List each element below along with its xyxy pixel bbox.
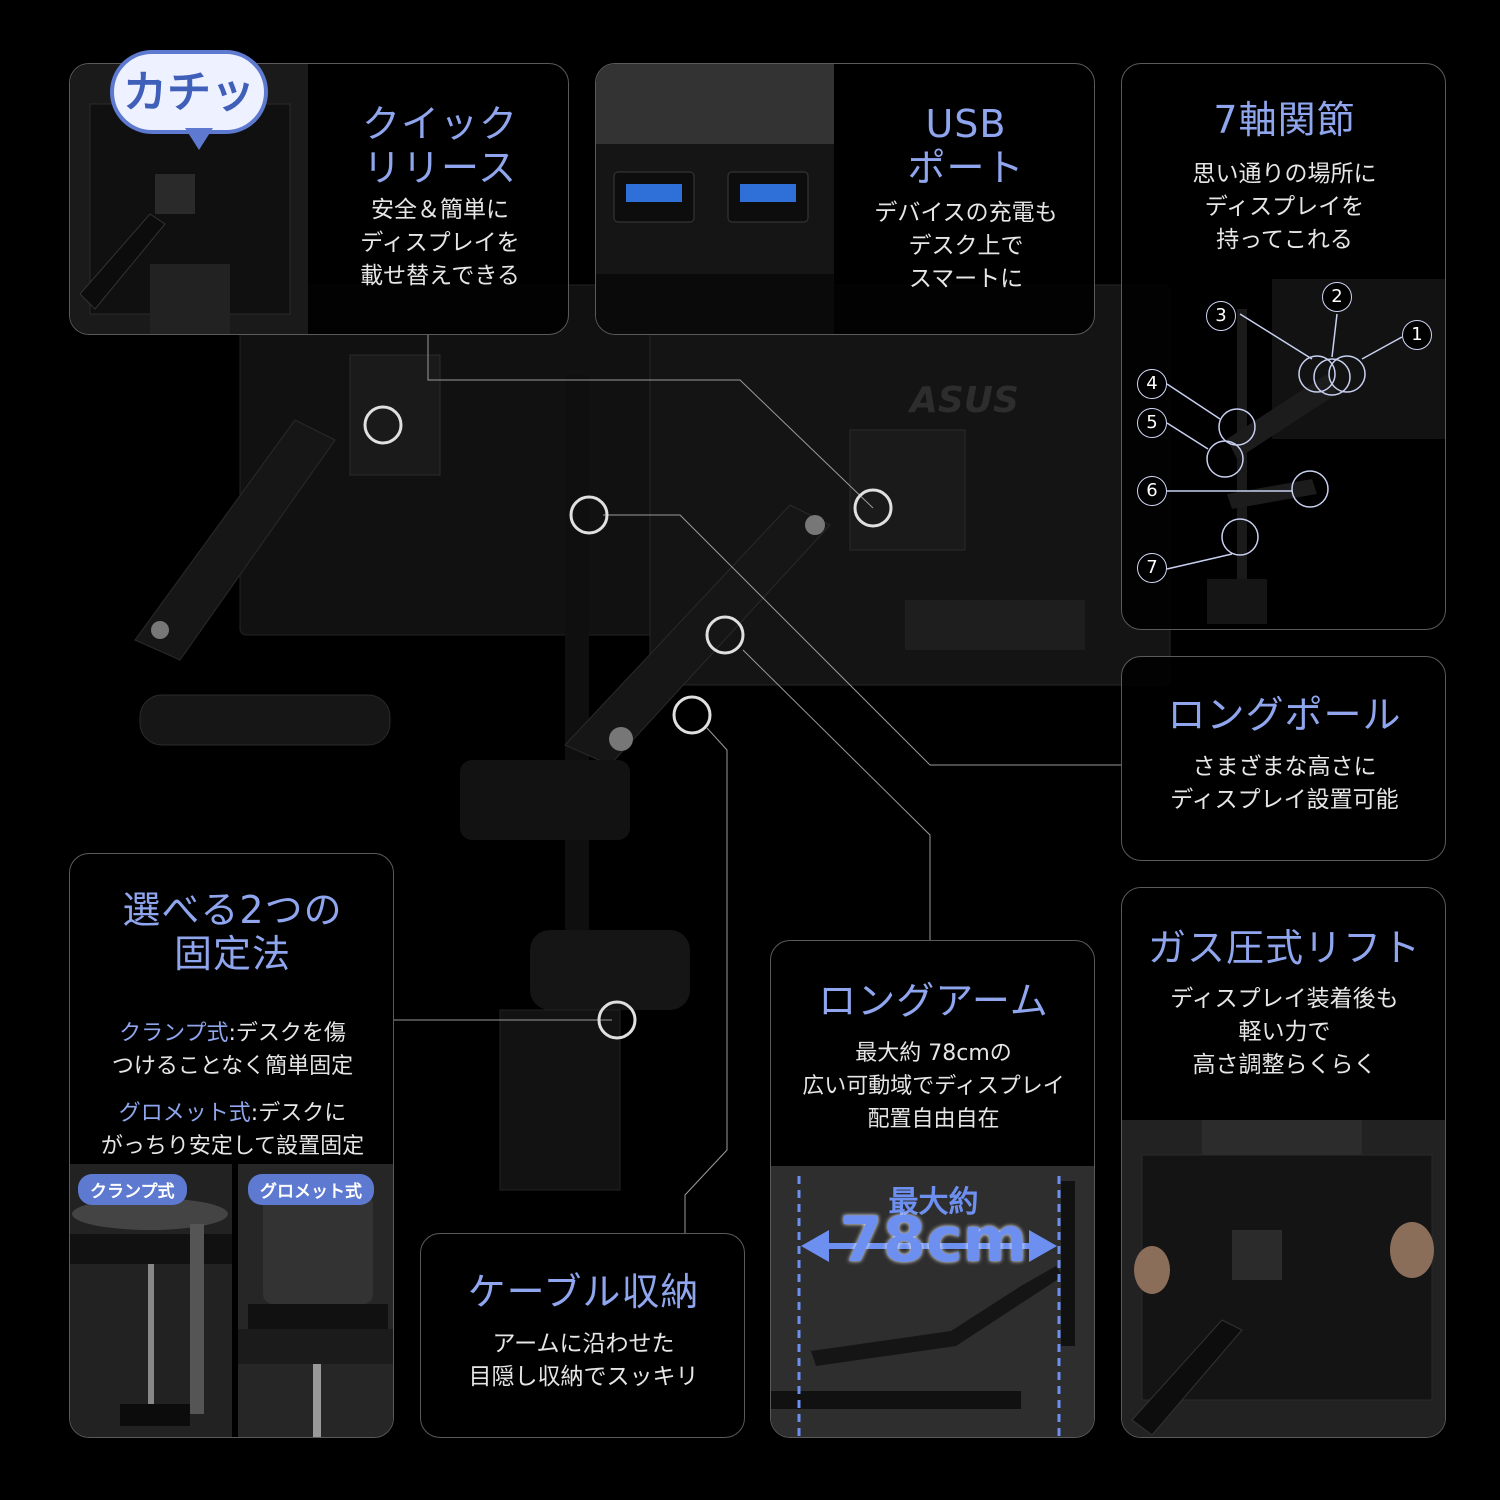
reach-value: 78cm: [839, 1203, 1028, 1276]
gas-lift-card: ガス圧式リフト ディスプレイ装着後も 軽い力で 高さ調整らくらく: [1121, 887, 1446, 1438]
grommet-method-text: :デスクに がっちり安定して設置固定: [100, 1101, 365, 1159]
grommet-method-label: グロメット式: [118, 1101, 251, 1126]
axis-number-7: 7: [1137, 553, 1167, 583]
two-methods-title: 選べる2つの 固定法: [122, 888, 343, 976]
clamp-method-text: :デスクを傷 つけることなく簡単固定: [111, 1021, 354, 1079]
long-pole-card: ロングポール さまざまな高さに ディスプレイ設置可能: [1121, 656, 1446, 861]
monitor-install-image: [79, 103, 291, 334]
quick-release-card: カチッ クイック リリース 安全＆簡単に ディスプレイを 載せ替えできる: [69, 50, 569, 335]
seven-axis-card: 7軸関節 思い通りの場所に ディスプレイを 持ってこれる 1 2 3 4 5 6…: [1121, 63, 1446, 630]
grommet-photo: [238, 1164, 393, 1437]
grommet-method-desc: グロメット式:デスクに がっちり安定して設置固定: [70, 1064, 393, 1163]
long-pole-title: ロングポール: [1167, 693, 1402, 737]
long-arm-photo: [771, 1166, 1094, 1437]
usb-title: USB ポート: [907, 102, 1025, 190]
cable-storage-card: ケーブル収納 アームに沿わせた 目隠し収納でスッキリ: [420, 1233, 745, 1438]
axis-number-4: 4: [1137, 369, 1167, 399]
axis-number-1: 1: [1402, 320, 1432, 350]
svg-text:ASUS: ASUS: [907, 380, 1019, 421]
seven-axis-diagram: [1166, 279, 1445, 624]
axis-number-3: 3: [1206, 301, 1236, 331]
seven-axis-body: 思い通りの場所に ディスプレイを 持ってこれる: [1192, 161, 1377, 253]
pole: [565, 375, 589, 975]
clamp-method-desc: クランプ式:デスクを傷 つけることなく簡単固定: [70, 984, 393, 1083]
long-arm-body: 最大約 78cmの 広い可動域でディスプレイ 配置自由自在: [802, 1041, 1065, 1132]
gas-lift-photo: [1122, 1120, 1445, 1437]
gas-lift-body: ディスプレイ装着後も 軽い力で 高さ調整らくらく: [1170, 986, 1399, 1078]
click-speech-bubble: カチッ: [110, 50, 268, 134]
cable-body: アームに沿わせた 目隠し収納でスッキリ: [468, 1331, 699, 1390]
reach-label: 最大約: [888, 1185, 979, 1220]
axis-number-5: 5: [1137, 408, 1167, 438]
long-arm-title: ロングアーム: [818, 979, 1049, 1023]
axis-number-6: 6: [1137, 476, 1167, 506]
two-methods-card: 選べる2つの 固定法 クランプ式:デスクを傷 つけることなく簡単固定 グロメット…: [69, 853, 394, 1438]
axis-number-2: 2: [1322, 282, 1352, 312]
usb-photo: [596, 64, 834, 334]
usb-port-card: USB ポート デバイスの充電も デスク上で スマートに: [595, 63, 1095, 335]
grommet-tag: グロメット式: [248, 1174, 374, 1205]
long-pole-body: さまざまな高さに ディスプレイ設置可能: [1170, 754, 1399, 813]
quick-release-title: クイック リリース: [361, 102, 518, 190]
quick-release-body: 安全＆簡単に ディスプレイを 載せ替えできる: [360, 197, 520, 289]
long-arm-card: ロングアーム 最大約 78cmの 広い可動域でディスプレイ 配置自由自在 最大約…: [770, 940, 1095, 1438]
seven-axis-title: 7軸関節: [1213, 98, 1356, 142]
clamp-tag: クランプ式: [78, 1174, 187, 1205]
usb-body: デバイスの充電も デスク上で スマートに: [874, 200, 1058, 292]
cable-title: ケーブル収納: [467, 1270, 700, 1314]
clamp-photo: [70, 1164, 232, 1437]
speech-bubble-tail: [185, 128, 213, 150]
clamp-method-label: クランプ式: [119, 1021, 229, 1046]
gas-lift-title: ガス圧式リフト: [1147, 926, 1421, 970]
